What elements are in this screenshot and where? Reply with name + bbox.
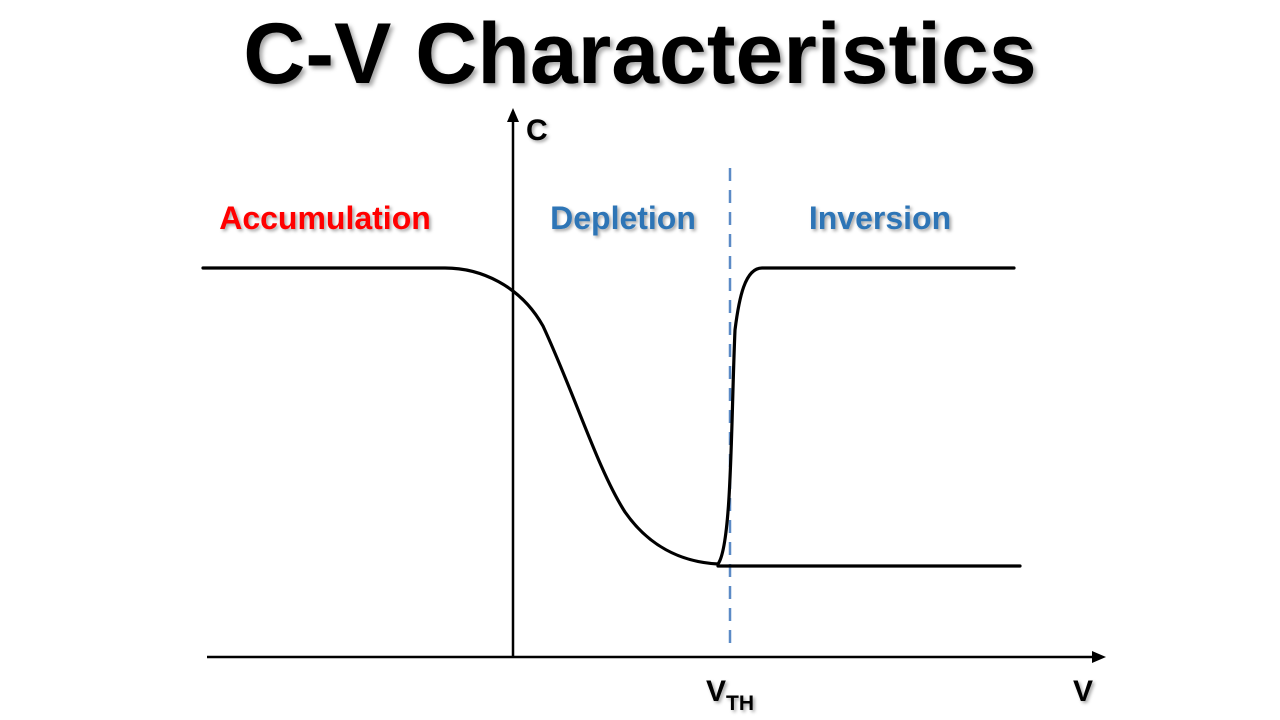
region-label-inversion: Inversion xyxy=(809,200,951,236)
threshold-label-sub: TH xyxy=(726,692,754,715)
y-axis-label: C xyxy=(526,114,548,147)
threshold-label-main: V xyxy=(706,675,726,708)
cv-curve xyxy=(201,266,1016,566)
x-axis-label: V xyxy=(1073,675,1093,708)
y-axis-arrowhead xyxy=(507,108,519,122)
threshold-label: VTH xyxy=(706,675,754,715)
x-axis-arrowhead xyxy=(1092,651,1106,663)
region-label-depletion: Depletion xyxy=(550,200,696,236)
region-label-accumulation: Accumulation xyxy=(219,200,431,236)
page-title: C-V Characteristics xyxy=(243,6,1037,102)
